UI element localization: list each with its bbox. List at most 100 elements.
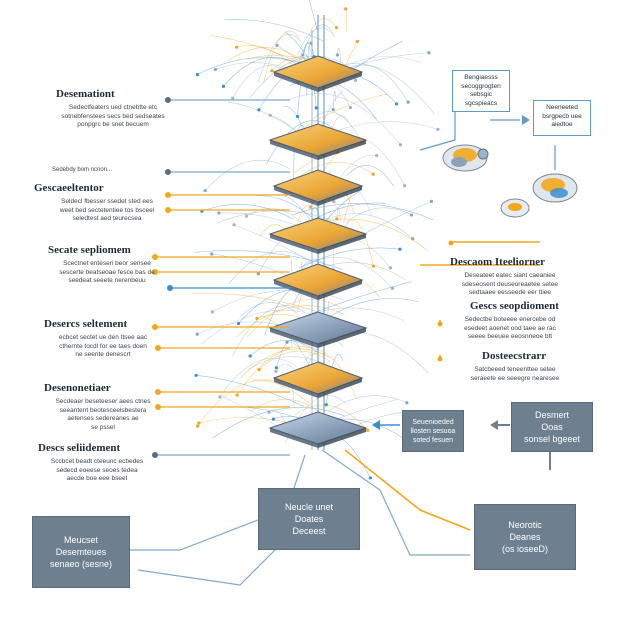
web-line: [329, 395, 407, 411]
web-node: [195, 73, 199, 77]
web-node: [195, 332, 199, 336]
left-block-6: Desenonetiaer Secdeaer beseteeser aees c…: [28, 382, 178, 432]
web-node: [335, 217, 339, 221]
web-line: [321, 90, 343, 126]
layer-plate-edge: [318, 234, 366, 254]
web-line: [257, 34, 301, 83]
web-line: [216, 210, 341, 224]
web-line: [288, 93, 401, 145]
web-line: [292, 203, 434, 221]
web-node: [402, 184, 407, 188]
web-node: [409, 213, 414, 217]
web-line: [193, 292, 331, 317]
layer-plate-edge: [274, 186, 318, 206]
left-block-7-body: Sccbcet beadt cteeunc ecbedes sedecd eoe…: [50, 458, 144, 482]
web-node: [371, 172, 375, 176]
web-line: [276, 339, 301, 368]
web-node: [218, 395, 222, 399]
connector-dot: [152, 324, 158, 330]
layer-plate-edge: [318, 428, 366, 448]
web-line: [337, 47, 342, 64]
web-node: [314, 106, 318, 110]
web-line: [249, 340, 318, 357]
right-block-1-title: Descaom Iteeliorner: [450, 256, 545, 268]
web-node: [355, 39, 359, 43]
web-line: [227, 101, 299, 133]
left-block-6-title: Desenonetiaer: [44, 382, 111, 394]
web-node: [332, 200, 336, 204]
left-block-3-body: Seldecl fbesser ssedet sted ees weet bed…: [59, 198, 155, 222]
left-block-1: Desemationt Sedectfeaters ued ctnebtte e…: [38, 88, 188, 130]
web-node: [398, 143, 403, 147]
web-node: [366, 428, 370, 432]
right-block-1: Descaom Iteeliorner Deseateet eatec sian…: [430, 256, 590, 298]
right-block-1-body: Deseateet eatec siant caeaniee sdeseosen…: [461, 272, 559, 296]
web-node: [195, 424, 200, 428]
web-line: [332, 90, 337, 110]
right-block-2-body: Sedectbe boteeee enercebe od esedeet aoe…: [464, 316, 556, 340]
web-line: [197, 379, 291, 427]
box-center: Neucle unet Doates Deceest: [258, 488, 360, 550]
web-line: [228, 251, 308, 285]
layer-plate-edge: [274, 280, 318, 300]
web-node: [217, 211, 221, 215]
web-line: [200, 309, 324, 345]
right-block-3-body: Satcbeeed teneenttee setee seraeete ee s…: [470, 366, 560, 382]
web-line: [346, 165, 394, 187]
web-line: [303, 41, 315, 57]
web-node: [221, 84, 226, 88]
callout-2: Neeneeted bsrgpecb uee aiedtoe: [533, 100, 591, 136]
web-node: [334, 26, 339, 30]
web-node: [231, 96, 235, 100]
web-node: [256, 272, 261, 276]
web-node: [257, 367, 261, 372]
left-block-5-title: Desercs seltement: [44, 318, 128, 330]
web-line: [246, 208, 303, 223]
web-node: [429, 199, 434, 203]
callout-1: Bengiaesss secoggrogten sebsgic sgcspiea…: [452, 70, 510, 112]
layer-plate-edge: [318, 186, 362, 206]
glyph-node-right: [532, 173, 578, 203]
web-node: [368, 476, 372, 480]
web-line: [224, 19, 325, 42]
connector-dot: [165, 97, 171, 103]
web-node: [398, 247, 402, 251]
web-node: [324, 403, 328, 407]
web-node: [405, 401, 409, 405]
web-line: [204, 159, 290, 191]
layer-plate-edge: [270, 140, 318, 160]
left-block-5: Desercs seltement ecbcet sectet ue den t…: [28, 318, 178, 360]
left-block-6-body: Secdeaer beseteeser aees ctnes seeantent…: [55, 398, 151, 431]
web-node: [248, 354, 252, 358]
web-node: [274, 369, 278, 373]
web-line: [345, 207, 412, 223]
connector-dot: [152, 452, 158, 458]
web-node: [371, 264, 376, 268]
left-block-2: Sedebdy bom ncnon...: [52, 167, 112, 173]
layer-plate: [272, 169, 364, 203]
web-line: [249, 55, 344, 99]
web-node: [427, 51, 431, 55]
web-node: [210, 252, 214, 256]
web-node: [388, 266, 392, 270]
web-line: [228, 47, 302, 62]
web-line: [305, 93, 388, 127]
connector-dot: [155, 345, 161, 351]
layer-plate-edge: [274, 72, 318, 92]
connector-dot: [165, 169, 171, 175]
web-node: [257, 108, 261, 112]
web-line: [258, 350, 331, 370]
left-block-4-body: Scectnet enteseri beor sensee sescerte b…: [59, 260, 155, 284]
web-line: [345, 8, 348, 32]
web-node: [344, 7, 348, 11]
web-line: [219, 358, 297, 398]
connector-dot: [152, 269, 158, 275]
connector-dot: [165, 207, 171, 213]
right-block-2-title: Gescs seopdioment: [470, 300, 559, 312]
layer-plate: [268, 217, 368, 251]
web-node: [335, 53, 339, 57]
layer-plate-edge: [270, 234, 318, 254]
web-node: [235, 393, 239, 397]
web-line: [309, 18, 337, 34]
web-line: [340, 154, 377, 178]
